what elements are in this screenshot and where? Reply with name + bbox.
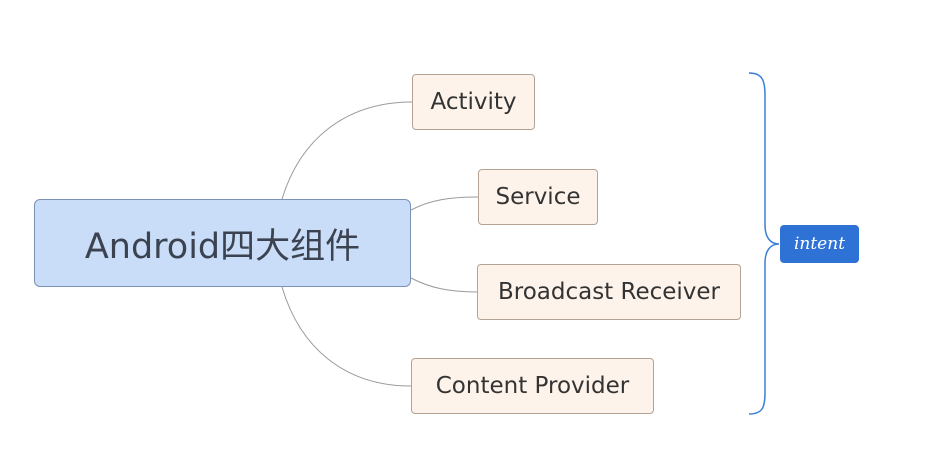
subtopic-label: Activity <box>430 89 517 115</box>
central-topic-label: Android四大组件 <box>84 226 361 267</box>
summary-label: intent <box>793 234 846 254</box>
subtopic-label: Content Provider <box>435 373 630 399</box>
subtopic-service[interactable]: Service <box>478 169 598 225</box>
subtopic-content-provider[interactable]: Content Provider <box>411 358 654 414</box>
connector-broadcast-receiver <box>410 277 478 293</box>
summary-brace <box>748 72 780 415</box>
subtopic-activity[interactable]: Activity <box>412 74 535 130</box>
connector-activity <box>281 101 413 200</box>
subtopic-broadcast-receiver[interactable]: Broadcast Receiver <box>477 264 741 320</box>
subtopic-label: Service <box>495 184 581 210</box>
connector-content-provider <box>281 286 412 387</box>
subtopic-label: Broadcast Receiver <box>497 279 721 305</box>
summary-intent-tag[interactable]: intent <box>780 225 859 263</box>
connector-service <box>410 196 479 211</box>
central-topic[interactable]: Android四大组件 <box>34 199 411 287</box>
